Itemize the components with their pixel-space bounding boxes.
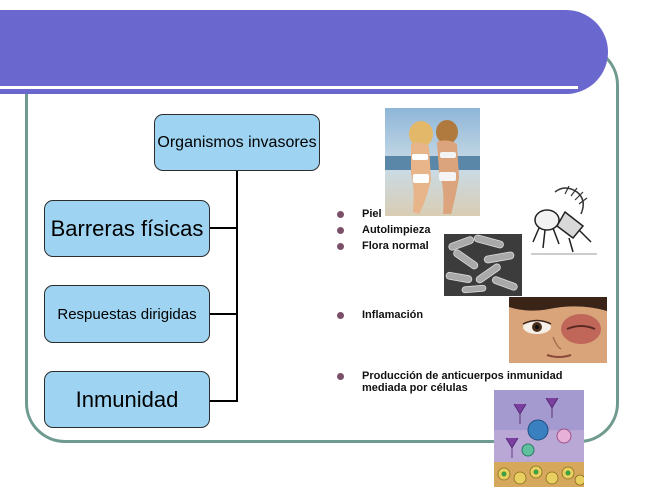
node-inmunidad: Inmunidad xyxy=(44,371,210,428)
title-band xyxy=(0,10,608,94)
node-respuestas-dirigidas-label: Respuestas dirigidas xyxy=(57,305,197,323)
title-underline xyxy=(0,86,578,89)
bullet-marker xyxy=(337,312,344,319)
bullet-marker xyxy=(337,227,344,234)
bullet-autolimpieza: Autolimpieza xyxy=(362,224,431,236)
bullet-produccion-line1: Producción de anticuerpos inmunidad xyxy=(362,370,563,382)
beach-photo xyxy=(385,108,480,216)
node-organismos-invasores-label: Organismos invasores xyxy=(157,133,317,151)
connector-respuestas xyxy=(210,313,238,315)
bullet-produccion-line2: mediada por células xyxy=(362,382,468,394)
node-organismos-invasores: Organismos invasores xyxy=(154,114,320,171)
bullet-marker xyxy=(337,243,344,250)
node-barreras-fisicas: Barreras físicas xyxy=(44,200,210,257)
bullet-flora-normal: Flora normal xyxy=(362,240,429,252)
bullet-inflamacion: Inflamación xyxy=(362,309,424,321)
bullet-marker xyxy=(337,373,344,380)
node-barreras-fisicas-label: Barreras físicas xyxy=(50,215,204,241)
connector-barreras xyxy=(210,227,238,229)
swollen-eye-photo xyxy=(509,297,607,363)
connector-vertical xyxy=(236,170,238,401)
bullet-piel: Piel xyxy=(362,208,382,220)
cartoon-sketch xyxy=(525,182,603,260)
bullet-marker xyxy=(337,211,344,218)
node-inmunidad-label: Inmunidad xyxy=(75,386,179,412)
bacteria-micrograph xyxy=(444,234,522,296)
connector-inmunidad xyxy=(210,400,238,402)
cell-illustration xyxy=(494,390,584,487)
node-respuestas-dirigidas: Respuestas dirigidas xyxy=(44,285,210,343)
